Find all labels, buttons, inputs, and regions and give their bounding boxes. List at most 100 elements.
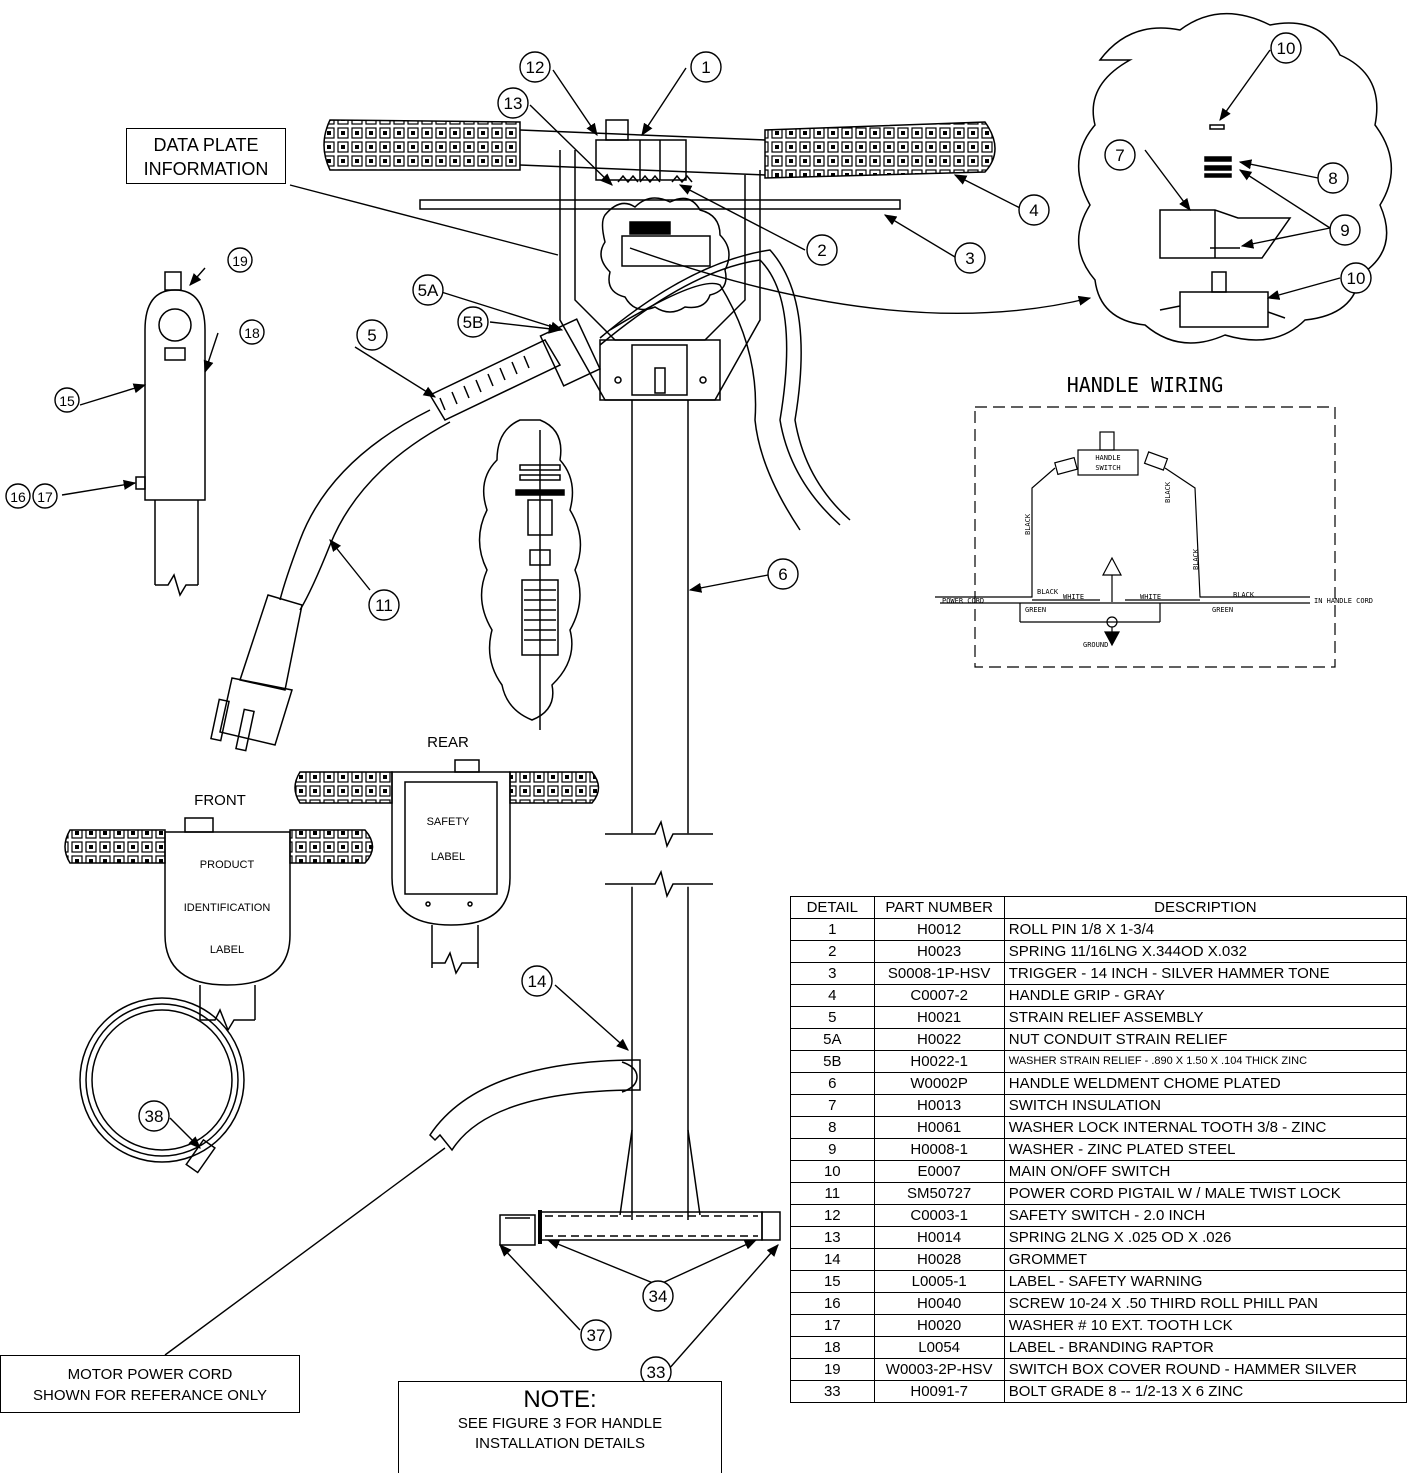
part-number-cell: H0091-7: [873, 1380, 1005, 1403]
callout-2: 2: [817, 241, 826, 260]
detail-cell: 18: [790, 1336, 875, 1359]
description-cell: WASHER - ZINC PLATED STEEL: [1003, 1138, 1407, 1161]
note-title: NOTE:: [523, 1386, 597, 1413]
detail-cell: 7: [790, 1094, 875, 1117]
data-plate-label: DATA PLATE INFORMATION: [126, 128, 286, 184]
part-number-cell: L0005-1: [873, 1270, 1005, 1293]
product-label-line3: LABEL: [210, 944, 244, 956]
detail-cell: 19: [790, 1358, 875, 1381]
switch-box: [559, 150, 761, 401]
rear-view-box: [391, 771, 511, 926]
detail-cell: 4: [790, 984, 875, 1007]
wiring-green-1: GREEN: [1025, 606, 1046, 614]
part-number-cell: H0014: [873, 1226, 1005, 1249]
wiring-power-cord: POWER CORD: [942, 597, 984, 605]
description-cell: HANDLE WELDMENT CHOME PLATED: [1003, 1072, 1407, 1095]
part-number-cell: H0040: [873, 1292, 1005, 1315]
part-number-cell: S0008-1P-HSV: [873, 962, 1005, 985]
detail-cell: 14: [790, 1248, 875, 1271]
callout-5a: 5A: [418, 281, 439, 300]
description-cell: BOLT GRADE 8 -- 1/2-13 X 6 ZINC: [1003, 1380, 1407, 1403]
part-number-cell: H0028: [873, 1248, 1005, 1271]
detail-cell: 13: [790, 1226, 875, 1249]
part-number-cell: E0007: [873, 1160, 1005, 1183]
wiring-black-3: BLACK: [1192, 548, 1200, 570]
callout-18: 18: [244, 325, 260, 341]
motor-cord-line1: MOTOR POWER CORD: [67, 1366, 233, 1383]
callout-10-bottom: 10: [1347, 269, 1366, 288]
product-label-line2: IDENTIFICATION: [184, 902, 271, 914]
callout-19: 19: [232, 253, 248, 269]
detail-cell: 12: [790, 1204, 875, 1227]
description-cell: WASHER STRAIN RELIEF - .890 X 1.50 X .10…: [1003, 1050, 1407, 1073]
wiring-black-2: BLACK: [1164, 481, 1172, 503]
main-switch: [1179, 291, 1269, 328]
front-view-box: [164, 831, 291, 986]
description-cell: SAFETY SWITCH - 2.0 INCH: [1003, 1204, 1407, 1227]
part-number-cell: H0008-1: [873, 1138, 1005, 1161]
handle-wiring-title: HANDLE WIRING: [1067, 373, 1224, 397]
callout-6: 6: [778, 565, 787, 584]
description-cell: WASHER # 10 EXT. TOOTH LCK: [1003, 1314, 1407, 1337]
detail-cell: 10: [790, 1160, 875, 1183]
strain-relief: [428, 339, 562, 421]
callout-33: 33: [647, 1363, 666, 1382]
callout-5b: 5B: [463, 313, 484, 332]
description-cell: HANDLE GRIP - GRAY: [1003, 984, 1407, 1007]
description-cell: TRIGGER - 14 INCH - SILVER HAMMER TONE: [1003, 962, 1407, 985]
part-number-cell: H0021: [873, 1006, 1005, 1029]
left-handle-grip: [323, 119, 521, 171]
callout-34: 34: [649, 1287, 668, 1306]
part-number-cell: H0061: [873, 1116, 1005, 1139]
callout-5: 5: [367, 326, 376, 345]
part-number-cell: W0003-2P-HSV: [873, 1358, 1005, 1381]
detail-cell: 3: [790, 962, 875, 985]
part-number-cell: H0023: [873, 940, 1005, 963]
callout-9: 9: [1340, 221, 1349, 240]
part-number-cell: H0022-1: [873, 1050, 1005, 1073]
description-cell: ROLL PIN 1/8 X 1-3/4: [1003, 918, 1407, 941]
part-number-cell: H0022: [873, 1028, 1005, 1051]
safety-label-line2: LABEL: [431, 851, 465, 863]
power-cord: [279, 409, 451, 611]
wiring-white-2: WHITE: [1140, 593, 1161, 601]
callout-4: 4: [1029, 201, 1038, 220]
detail-cell: 6: [790, 1072, 875, 1095]
callout-11: 11: [375, 596, 393, 615]
description-cell: MAIN ON/OFF SWITCH: [1003, 1160, 1407, 1183]
note-box: NOTE: SEE FIGURE 3 FOR HANDLE INSTALLATI…: [398, 1381, 722, 1473]
detail-cell: 5A: [790, 1028, 875, 1051]
part-number-cell: H0020: [873, 1314, 1005, 1337]
switch-insulation: [1159, 209, 1292, 259]
detail-cell: 15: [790, 1270, 875, 1293]
detail-cell: 1: [790, 918, 875, 941]
motor-cord-label: MOTOR POWER CORD SHOWN FOR REFERANCE ONL…: [0, 1355, 300, 1413]
detail-cell: 9: [790, 1138, 875, 1161]
header-detail: DETAIL: [790, 896, 875, 919]
wiring-in-handle-cord: IN HANDLE CORD: [1314, 597, 1373, 605]
description-cell: SCREW 10-24 X .50 THIRD ROLL PHILL PAN: [1003, 1292, 1407, 1315]
description-cell: GROMMET: [1003, 1248, 1407, 1271]
wiring-green-2: GREEN: [1212, 606, 1233, 614]
description-cell: SPRING 2LNG X .025 OD X .026: [1003, 1226, 1407, 1249]
data-plate-line1: DATA PLATE: [153, 135, 259, 155]
callout-13: 13: [504, 94, 523, 113]
note-line1: SEE FIGURE 3 FOR HANDLE: [457, 1415, 663, 1432]
trigger-bar: [419, 199, 901, 210]
callout-16: 16: [10, 489, 26, 505]
wiring-ground: GROUND: [1083, 641, 1108, 649]
